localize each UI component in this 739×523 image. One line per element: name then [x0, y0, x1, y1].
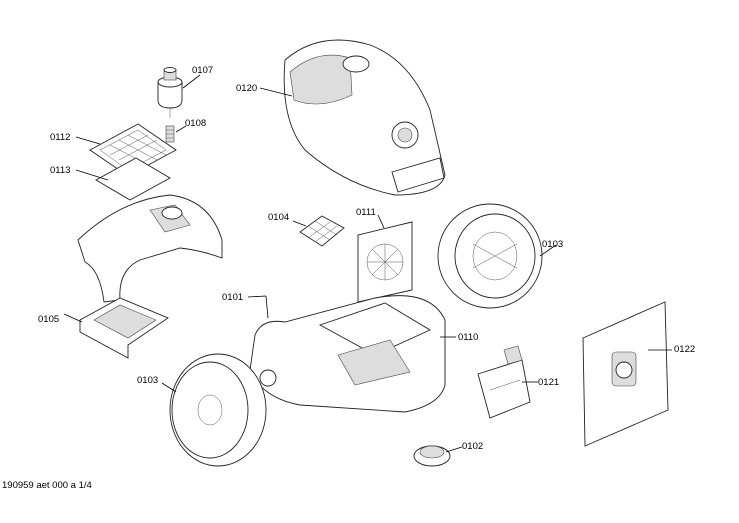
label-0121: 0121 [538, 377, 559, 388]
label-0102: 0102 [462, 441, 483, 452]
part-0122-drawing: 0122 [582, 301, 695, 447]
label-0113: 0113 [50, 165, 70, 176]
document-reference: 190959 aet 000 a 1/4 [2, 480, 92, 491]
part-0111-drawing: 0111 [356, 207, 413, 303]
label-0105: 0105 [38, 314, 59, 325]
label-0107: 0107 [192, 65, 213, 76]
label-0108: 0108 [185, 118, 206, 129]
part-0110-drawing: 0110 [440, 332, 478, 343]
label-0110: 0110 [458, 332, 478, 343]
label-0101: 0101 [222, 292, 243, 303]
label-0122: 0122 [674, 344, 695, 355]
label-0112: 0112 [50, 132, 70, 143]
label-0103-front: 0103 [137, 375, 158, 386]
part-0108-drawing: 0108 [165, 118, 206, 143]
label-0120: 0120 [236, 83, 257, 94]
part-0107-drawing: 0107 [157, 65, 213, 118]
label-0104: 0104 [268, 212, 289, 223]
part-0120-drawing: 0120 [236, 39, 446, 196]
part-0103b-drawing: 0103 [137, 353, 267, 467]
label-0111: 0111 [356, 207, 376, 218]
part-0104-drawing: 0104 [268, 212, 345, 247]
part-0113-drawing: 0113 [50, 157, 171, 201]
part-0121-drawing: 0121 [477, 345, 559, 419]
part-0101-drawing: 0101 [222, 292, 446, 413]
part-0112-drawing: 0112 [50, 123, 177, 177]
part-0105-drawing: 0105 [38, 194, 223, 359]
part-0103a-drawing: 0103 [437, 203, 563, 309]
part-0102-drawing: 0102 [413, 441, 483, 467]
label-0103-rear: 0103 [542, 239, 563, 250]
